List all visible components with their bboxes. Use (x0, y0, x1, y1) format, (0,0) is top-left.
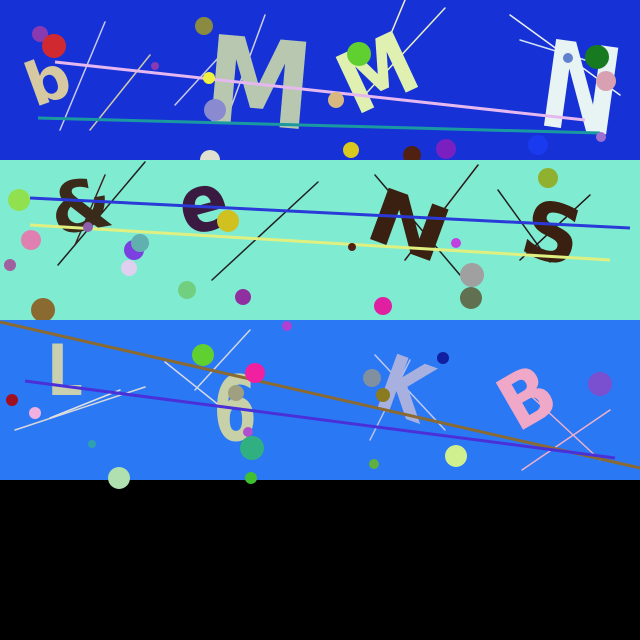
noise-dot (83, 222, 93, 232)
noise-stroke (229, 14, 266, 111)
noise-dot (403, 146, 421, 164)
noise-dot (596, 132, 606, 142)
noise-dot (245, 472, 257, 484)
noise-dot (437, 352, 449, 364)
noise-dot (42, 34, 66, 58)
noise-dot (32, 26, 48, 42)
noise-stroke (49, 389, 121, 419)
noise-stroke (404, 164, 479, 261)
noise-dot (29, 407, 41, 419)
noise-dot (217, 210, 239, 232)
noise-dot (328, 92, 344, 108)
noise-stroke (519, 194, 591, 261)
noise-dot (245, 363, 265, 383)
noise-dot (108, 467, 130, 489)
row-top: bMMN (0, 0, 640, 170)
noise-dot (203, 72, 215, 84)
noise-dot (121, 260, 137, 276)
noise-stroke (529, 394, 601, 461)
noise-dot (195, 17, 213, 35)
noise-dot (376, 388, 390, 402)
noise-dot (445, 445, 467, 467)
strike-line (0, 320, 640, 470)
noise-dot (204, 99, 226, 121)
noise-stroke (59, 21, 106, 131)
captcha-character: L (47, 330, 83, 412)
noise-stroke (164, 361, 226, 411)
captcha-character: & (44, 161, 118, 252)
noise-dot (374, 297, 392, 315)
noise-dot (8, 189, 30, 211)
empty-area (0, 480, 640, 640)
noise-dot (460, 263, 484, 287)
noise-stroke (174, 44, 231, 106)
noise-stroke (374, 174, 461, 276)
strike-line (37, 116, 601, 135)
strike-line (29, 223, 611, 262)
noise-stroke (521, 409, 611, 471)
noise-stroke (194, 329, 251, 391)
noise-stroke (89, 54, 151, 131)
noise-dot (460, 287, 482, 309)
noise-dot (4, 259, 16, 271)
noise-stroke (497, 189, 551, 263)
strike-line (54, 60, 586, 122)
noise-dot (235, 289, 251, 305)
noise-dot (131, 234, 149, 252)
strike-line (24, 379, 616, 460)
noise-stroke (374, 354, 446, 431)
noise-dot (243, 427, 253, 437)
noise-dot (21, 230, 41, 250)
noise-dot (369, 459, 379, 469)
noise-dot (528, 135, 548, 155)
noise-stroke (211, 181, 319, 281)
noise-dot (88, 440, 96, 448)
noise-dot (282, 321, 292, 331)
noise-dot (151, 62, 159, 70)
noise-dot (451, 238, 461, 248)
noise-dot (228, 385, 244, 401)
noise-dot (588, 372, 612, 396)
noise-stroke (359, 7, 446, 101)
noise-dot (6, 394, 18, 406)
noise-dot (538, 168, 558, 188)
noise-dot (596, 71, 616, 91)
noise-dot (343, 142, 359, 158)
noise-stroke (74, 174, 106, 246)
row-top-background (0, 0, 640, 160)
noise-stroke (519, 39, 586, 61)
row-bottom: L6KB (0, 320, 640, 489)
noise-stroke (379, 0, 406, 61)
noise-dot (563, 53, 573, 63)
noise-stroke (57, 161, 146, 266)
noise-dot (240, 436, 264, 460)
noise-dot (348, 243, 356, 251)
noise-dot (178, 281, 196, 299)
noise-dot (436, 139, 456, 159)
noise-dot (192, 344, 214, 366)
noise-dot (347, 42, 371, 66)
captcha-character: N (531, 14, 630, 164)
noise-dot (363, 369, 381, 387)
noise-dot (585, 45, 609, 69)
strike-line (29, 196, 631, 230)
noise-dot (31, 298, 55, 322)
